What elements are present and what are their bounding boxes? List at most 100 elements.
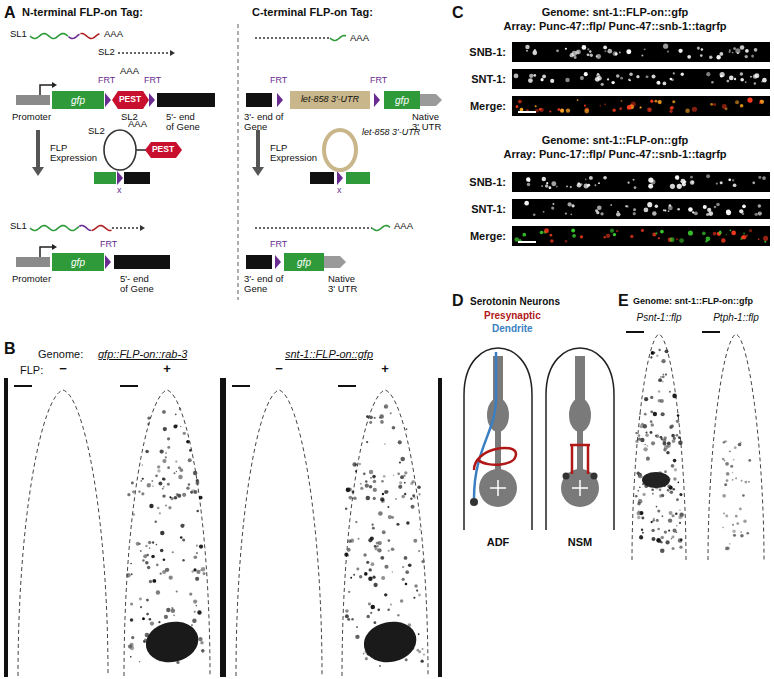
synaptic-punctum [758, 238, 760, 240]
synaptic-punctum [669, 110, 672, 113]
neuron-name: NSM [568, 536, 592, 548]
fluorescent-punctum [162, 410, 166, 414]
fluorescent-punctum [645, 433, 649, 437]
fluorescent-punctum [382, 493, 384, 495]
element-label: Promoter [12, 112, 51, 122]
fluorescent-punctum [722, 494, 726, 498]
fluorescent-punctum [203, 572, 206, 575]
fluorescent-punctum [148, 541, 151, 544]
fluorescent-punctum [188, 483, 190, 485]
synaptic-punctum [551, 206, 554, 209]
fluorescent-punctum [377, 548, 381, 552]
fluorescent-punctum [679, 509, 681, 511]
synaptic-punctum [719, 52, 723, 56]
scale-bar [626, 331, 644, 333]
fluorescent-punctum [669, 426, 672, 429]
fluorescent-punctum [382, 500, 384, 502]
fluorescent-punctum [639, 535, 643, 539]
synaptic-punctum [732, 179, 734, 181]
channel-label: Merge: [470, 100, 506, 112]
fluorescent-punctum [418, 633, 420, 635]
fluorescent-punctum [147, 566, 150, 569]
synaptic-punctum [597, 73, 599, 75]
fluorescent-punctum [408, 563, 412, 567]
gene-exon [310, 172, 334, 184]
scale-bar [14, 385, 32, 387]
fluorescent-punctum [669, 391, 671, 393]
fluorescent-punctum [173, 424, 177, 428]
fluorescent-punctum [665, 373, 667, 375]
fluorescent-punctum [638, 437, 641, 440]
fluorescent-punctum [378, 541, 382, 545]
synaptic-punctum [751, 55, 754, 58]
frt-label: FRT [100, 240, 117, 250]
worm-head [464, 348, 532, 530]
synaptic-punctum [726, 210, 728, 212]
fluorescent-punctum [180, 536, 183, 539]
synaptic-punctum [616, 230, 618, 232]
fluorescent-punctum [196, 545, 198, 547]
scale-bar [518, 241, 536, 243]
scale-bar [120, 385, 138, 387]
fluorescent-punctum [671, 434, 675, 438]
fluorescent-punctum [201, 567, 205, 571]
synaptic-punctum [534, 49, 537, 52]
fluorescent-punctum [175, 460, 177, 462]
node-text: let-858 3'-UTR [301, 95, 359, 105]
fluorescent-punctum [141, 492, 144, 495]
fluorescent-punctum [666, 451, 669, 454]
synaptic-punctum [544, 228, 549, 233]
fluorescent-punctum [384, 565, 388, 569]
fluorescent-punctum [369, 485, 372, 488]
promoter-label: Ptph-1::flp [713, 312, 759, 323]
synaptic-punctum [603, 236, 605, 238]
fluorescent-punctum [732, 530, 735, 533]
synaptic-punctum [652, 75, 656, 79]
fluorescent-punctum [380, 497, 384, 501]
synaptic-punctum [603, 176, 607, 180]
fluorescent-punctum [165, 456, 167, 458]
synaptic-punctum [647, 108, 652, 113]
fluorescent-punctum [396, 523, 399, 526]
neuron-name: ADF [487, 536, 510, 548]
fluorescent-punctum [369, 568, 372, 571]
synaptic-punctum [633, 208, 636, 211]
fluorescent-punctum [730, 465, 733, 468]
fluorescent-punctum [668, 530, 670, 532]
synaptic-punctum [542, 177, 546, 181]
synaptic-punctum [644, 48, 646, 50]
synaptic-punctum [633, 212, 636, 215]
element-label: Native 3' UTR [328, 274, 362, 295]
synaptic-punctum [735, 100, 739, 104]
synaptic-punctum [731, 231, 736, 236]
fluorescent-punctum [650, 410, 653, 413]
fluorescent-punctum [363, 553, 367, 557]
fluorescent-punctum [733, 534, 736, 537]
synaptic-punctum [733, 183, 737, 187]
fluorescent-punctum [373, 621, 376, 624]
synaptic-punctum [758, 176, 761, 179]
synaptic-punctum [619, 51, 621, 53]
synaptic-punctum [516, 105, 519, 108]
fluorescent-punctum [387, 506, 389, 508]
synaptic-punctum [630, 235, 633, 238]
synaptic-punctum [739, 209, 743, 213]
fluorescent-punctum [669, 511, 673, 515]
channel-label: SNT-1: [471, 203, 506, 215]
synaptic-punctum [763, 236, 768, 241]
cell-body [563, 473, 570, 480]
fluorescent-punctum [139, 598, 142, 601]
synaptic-punctum [526, 50, 528, 52]
fluorescent-punctum [384, 490, 388, 494]
synaptic-punctum [690, 180, 694, 184]
fluorescent-punctum [677, 414, 680, 417]
fluorescent-punctum [660, 436, 663, 439]
utr-box: let-858 3'-UTR [290, 91, 370, 109]
fluorescent-punctum [182, 493, 186, 497]
fluorescent-punctum [650, 420, 653, 423]
synaptic-punctum [694, 211, 698, 215]
fluorescent-punctum [650, 396, 653, 399]
synaptic-punctum [692, 107, 697, 112]
fluorescent-punctum [162, 478, 165, 481]
fluorescent-punctum [348, 555, 349, 556]
